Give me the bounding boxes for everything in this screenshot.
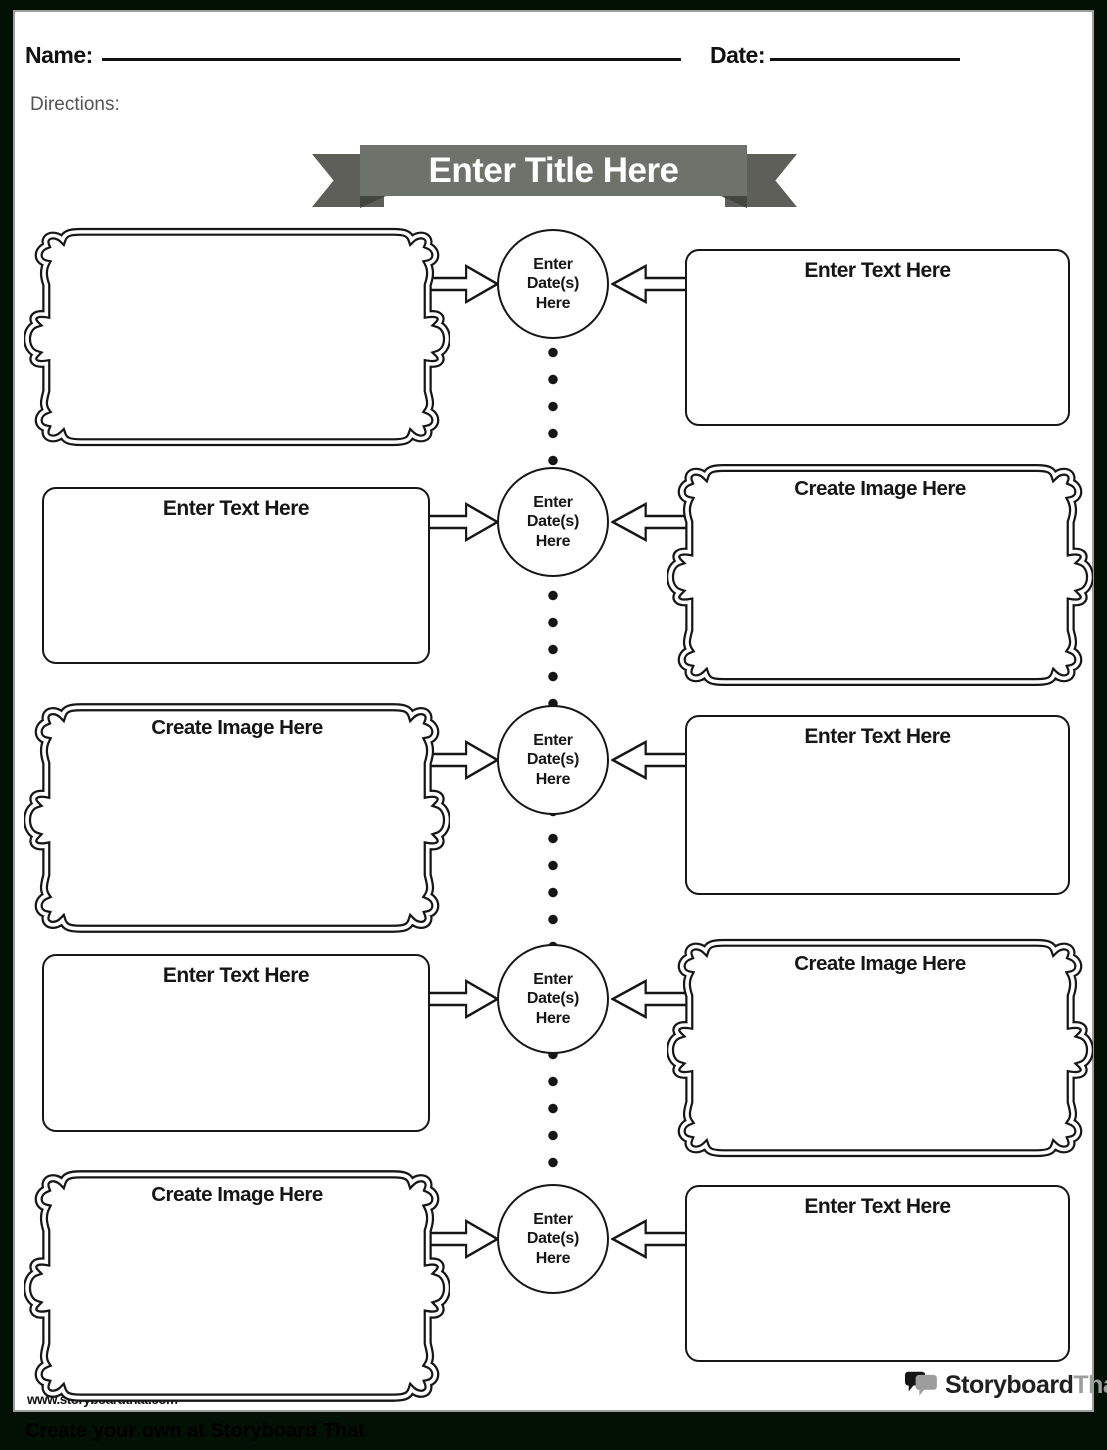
directions-label: Directions: xyxy=(30,94,120,115)
row-5-right-arrow-icon xyxy=(611,1217,689,1261)
date-entry-line[interactable] xyxy=(770,58,960,61)
date-circle-line: Date(s) xyxy=(526,513,580,531)
date-circle-line: Enter xyxy=(533,731,573,749)
date-circle-line: Enter xyxy=(533,970,573,988)
date-circle-line: Here xyxy=(535,1009,571,1027)
bottom-bar-tagline: Create your own at Storyboard That xyxy=(25,1420,366,1442)
row-4-text-box-label: Enter Text Here xyxy=(162,964,310,987)
date-circle-line: Here xyxy=(535,294,571,312)
row-4-left-arrow-icon xyxy=(425,977,499,1021)
date-circle-line: Here xyxy=(535,770,571,788)
row-3-text-box[interactable]: Enter Text Here xyxy=(685,715,1070,895)
row-5-image-frame-label: Create Image Here xyxy=(151,1183,323,1206)
row-4-date-circle[interactable]: Enter Date(s) Here xyxy=(497,944,609,1054)
name-entry-line[interactable] xyxy=(102,58,681,61)
name-label: Name: xyxy=(25,42,93,68)
row-3-text-box-label: Enter Text Here xyxy=(804,725,951,748)
row-3-date-circle[interactable]: Enter Date(s) Here xyxy=(497,705,609,815)
date-circle-line: Enter xyxy=(533,493,573,511)
date-circle-line: Here xyxy=(535,1249,571,1267)
date-circle-line: Date(s) xyxy=(526,275,580,293)
date-circle-line: Enter xyxy=(533,1210,573,1228)
logo-text-secondary: That xyxy=(1073,1370,1107,1399)
row-5-date-circle[interactable]: Enter Date(s) Here xyxy=(497,1184,609,1294)
row-2-image-frame-label: Create Image Here xyxy=(794,477,966,500)
date-circle-line: Date(s) xyxy=(526,1230,580,1248)
title-placeholder[interactable]: Enter Title Here xyxy=(428,151,679,190)
row-2-date-circle[interactable]: Enter Date(s) Here xyxy=(497,467,609,577)
date-circle-line: Date(s) xyxy=(526,751,580,769)
row-3-right-arrow-icon xyxy=(611,738,689,782)
date-circle-line: Date(s) xyxy=(526,990,580,1008)
row-5-text-box[interactable]: Enter Text Here xyxy=(685,1185,1070,1362)
row-5-text-box-label: Enter Text Here xyxy=(804,1195,951,1218)
row-2-text-box-label: Enter Text Here xyxy=(162,497,310,520)
row-4-image-frame[interactable]: Create Image Here xyxy=(667,935,1093,1161)
row-1-right-arrow-icon xyxy=(611,262,689,306)
worksheet-page: Name: Date: Directions: Enter Title Here… xyxy=(13,10,1107,1412)
row-1-text-box[interactable]: Enter Text Here xyxy=(685,249,1070,426)
row-2-text-box[interactable]: Enter Text Here xyxy=(42,487,430,664)
title-banner[interactable]: Enter Title Here xyxy=(360,145,747,196)
date-circle-line: Enter xyxy=(533,255,573,273)
date-circle-line: Here xyxy=(535,532,571,550)
row-4-image-frame-label: Create Image Here xyxy=(794,952,966,975)
date-label: Date: xyxy=(710,42,766,68)
row-1-date-circle[interactable]: Enter Date(s) Here xyxy=(497,229,609,339)
row-3-image-frame[interactable]: Create Image Here xyxy=(24,699,450,937)
logo-text-primary: Storyboard xyxy=(945,1370,1074,1399)
row-2-image-frame[interactable]: Create Image Here xyxy=(667,460,1093,690)
row-5-image-frame[interactable]: Create Image Here xyxy=(24,1166,450,1406)
speech-bubbles-icon xyxy=(905,1371,937,1396)
row-1-text-box-label: Enter Text Here xyxy=(804,259,951,282)
row-1-image-frame[interactable] xyxy=(24,224,450,450)
row-4-text-box[interactable]: Enter Text Here xyxy=(42,954,430,1132)
row-3-image-frame-label: Create Image Here xyxy=(151,716,323,739)
row-2-left-arrow-icon xyxy=(425,500,499,544)
